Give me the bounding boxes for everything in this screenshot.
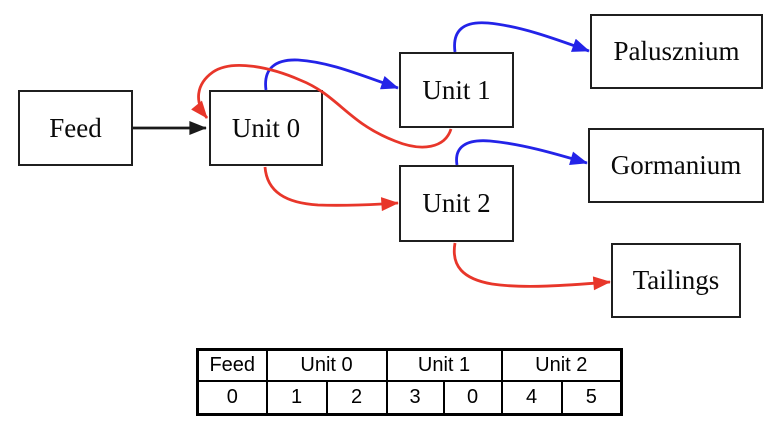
table-value-cell: 0 (196, 380, 268, 416)
edge-unit2-to-tailings (452, 242, 611, 291)
node-gormanium: Gormanium (588, 128, 764, 203)
table-header-unit2: Unit 2 (500, 348, 623, 382)
table-header-unit0: Unit 0 (265, 348, 388, 382)
table-header-row: Feed Unit 0 Unit 1 Unit 2 (196, 348, 623, 382)
edge-unit0-to-unit1-concentrate (264, 58, 399, 91)
table-value-cell: 3 (385, 380, 445, 416)
node-unit2: Unit 2 (399, 165, 514, 242)
table-header-feed: Feed (196, 348, 268, 382)
edge-unit2-to-gormanium-concentrate (455, 139, 588, 166)
node-unit0: Unit 0 (209, 90, 323, 166)
table-value-cell: 4 (500, 380, 563, 416)
node-unit1: Unit 1 (399, 52, 514, 128)
table-header-unit1: Unit 1 (385, 348, 503, 382)
node-tailings: Tailings (611, 243, 741, 318)
edge-unit1-to-palusznium-concentrate (453, 21, 590, 53)
node-palusznium: Palusznium (590, 14, 763, 89)
table-value-cell: 1 (265, 380, 328, 416)
table-value-cell: 0 (442, 380, 503, 416)
table-value-cell: 5 (560, 380, 623, 416)
node-feed: Feed (18, 90, 133, 166)
table-value-row: 0 1 2 3 0 4 5 (196, 380, 623, 416)
table-value-cell: 2 (325, 380, 388, 416)
connection-table: Feed Unit 0 Unit 1 Unit 2 0 1 2 3 0 4 5 (196, 348, 623, 416)
edge-unit0-to-unit2-tailings (263, 166, 399, 212)
